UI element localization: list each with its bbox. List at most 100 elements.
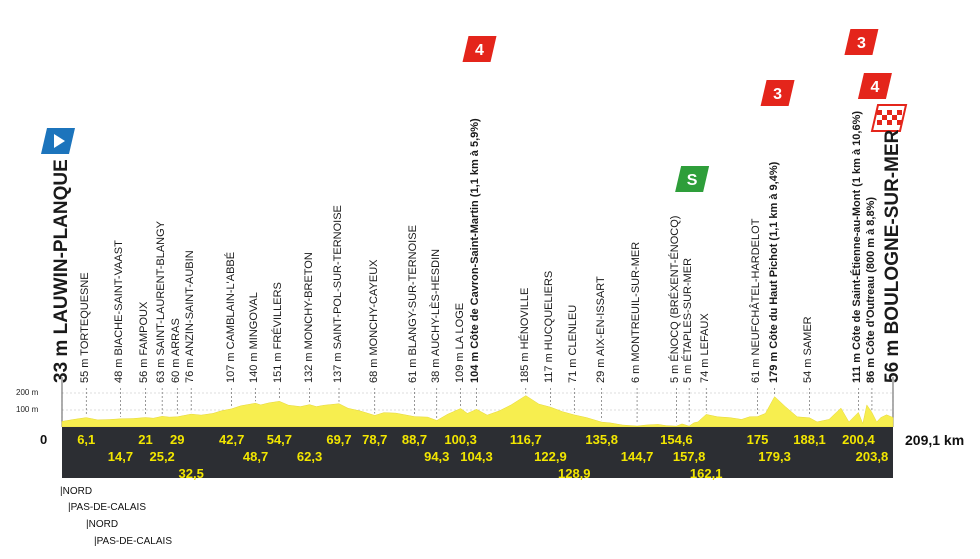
place-label: 38 m AUCHY-LÈS-HESDIN xyxy=(429,248,442,383)
distance-label: 175 xyxy=(746,432,769,447)
climb-badge-shape xyxy=(462,36,497,62)
distance-label: 69,7 xyxy=(326,432,352,447)
distance-label: 157,8 xyxy=(672,449,706,464)
place-leader-lines xyxy=(61,388,894,425)
place-label: 54 m SAMER xyxy=(802,316,815,383)
distance-label: 21 xyxy=(138,432,153,447)
distance-label: 25,2 xyxy=(149,449,175,464)
place-label: 107 m CAMBLAIN-L'ABBÉ xyxy=(224,251,237,383)
checkered-flag-icon xyxy=(877,110,882,115)
start-distance-label: 0 xyxy=(40,432,48,447)
distance-label: 88,7 xyxy=(401,432,428,447)
distance-label: 162,1 xyxy=(689,466,723,481)
place-label: 48 m BIACHE-SAINT-VAAST xyxy=(113,240,126,383)
checkered-flag-icon xyxy=(897,110,902,115)
distance-label: 32,5 xyxy=(178,466,204,481)
climb-badge-shape xyxy=(760,80,795,106)
region-label: |NORD xyxy=(60,486,93,497)
climb-badge: 3 xyxy=(844,29,879,55)
region-label: |PAS-DE-CALAIS xyxy=(68,502,146,513)
sprint-badge: S xyxy=(675,166,710,192)
place-label: 6 m MONTREUIL-SUR-MER xyxy=(630,241,642,383)
start-badge xyxy=(41,128,75,154)
badge-label: 4 xyxy=(870,79,879,96)
place-label: 137 m SAINT-POL-SUR-TERNOISE xyxy=(331,205,344,383)
place-label: 5 m ÉNOCQ (BRÉXENT-ÉNOCQ) xyxy=(669,215,682,383)
badge-label: S xyxy=(687,172,698,189)
badge-label: 4 xyxy=(475,42,484,59)
badge-label: 3 xyxy=(773,86,782,103)
place-label: 76 m ANZIN-SAINT-AUBIN xyxy=(184,250,197,383)
distance-label: 135,8 xyxy=(585,432,618,447)
place-label: 61 m NEUFCHÂTEL-HARDELOT xyxy=(750,218,763,383)
distance-label: 179,3 xyxy=(758,449,791,464)
place-label: 33 m LAUWIN-PLANQUE xyxy=(50,159,72,383)
distance-label: 122,9 xyxy=(534,449,567,464)
distance-label: 128,9 xyxy=(557,466,591,481)
distance-label: 100,3 xyxy=(444,432,477,447)
place-label: 63 m SAINT-LAURENT-BLANGY xyxy=(155,221,168,383)
profile-area xyxy=(61,395,894,428)
place-label: 56 m BOULOGNE-SUR-MER xyxy=(881,129,903,383)
badge-label: 3 xyxy=(857,35,866,52)
region-label: |NORD xyxy=(86,519,119,530)
distance-label: 48,7 xyxy=(242,449,269,464)
finish-badge-shape xyxy=(870,104,908,132)
place-label: 71 m CLENLEU xyxy=(567,304,580,383)
climb-badge: 4 xyxy=(462,36,497,62)
checkered-flag-icon xyxy=(887,110,892,115)
climb-badge: 3 xyxy=(760,80,795,106)
climb-badge-shape xyxy=(857,73,892,99)
distance-label: 203,8 xyxy=(855,449,889,464)
distance-label: 6,1 xyxy=(77,432,96,447)
distance-label: 188,1 xyxy=(793,432,826,447)
place-label: 5 m ÉTAPLES-SUR-MER xyxy=(682,257,695,383)
distance-label: 116,7 xyxy=(509,432,542,447)
place-label: 185 m HÉNOVILLE xyxy=(518,287,531,383)
distance-label: 94,3 xyxy=(424,449,450,464)
place-label: 55 m TORTEQUESNE xyxy=(79,272,92,383)
checkered-flag-icon xyxy=(882,115,887,120)
distance-label: 154,6 xyxy=(660,432,693,447)
distance-label: 29 xyxy=(170,432,185,447)
checkered-flag-icon xyxy=(897,120,902,125)
place-label: 104 m Côte de Cavron-Saint-Martin (1,1 k… xyxy=(469,118,482,383)
place-label: 151 m FRÉVILLERS xyxy=(272,282,285,383)
climb-badge: 4 xyxy=(857,73,892,99)
distance-label: 54,7 xyxy=(266,432,293,447)
distance-label: 62,3 xyxy=(296,449,323,464)
place-label: 61 m BLANGY-SUR-TERNOISE xyxy=(407,225,420,383)
place-label: 56 m FAMPOUX xyxy=(138,301,151,383)
place-label: 74 m LEFAUX xyxy=(699,313,712,383)
distance-band xyxy=(62,427,893,478)
checkered-flag-icon xyxy=(892,115,897,120)
checkered-flag-icon xyxy=(887,120,892,125)
place-label: 179 m Côte du Haut Pichot (1,1 km à 9,4%… xyxy=(767,161,780,383)
distance-label: 78,7 xyxy=(362,432,388,447)
place-label: 117 m HUCQUELIERS xyxy=(543,270,556,383)
region-label: |PAS-DE-CALAIS xyxy=(94,536,172,547)
place-label: 60 m ARRAS xyxy=(170,318,183,383)
distance-label: 104,3 xyxy=(460,449,493,464)
place-label: 86 m Côte d'Outreau (800 m à 8,8%) xyxy=(864,196,877,383)
place-label: 29 m AIX-EN-ISSART xyxy=(594,276,607,383)
place-label: 111 m Côte de Saint-Étienne-au-Mont (1 k… xyxy=(851,110,864,383)
place-label: 132 m MONCHY-BRETON xyxy=(302,252,315,383)
distance-label: 14,7 xyxy=(107,449,134,464)
distance-label: 144,7 xyxy=(620,449,654,464)
finish-badge xyxy=(870,104,908,132)
distance-label: 42,7 xyxy=(219,432,245,447)
profile-area-path xyxy=(61,395,894,428)
climb-badge-shape xyxy=(844,29,879,55)
place-label: 109 m LA LOGE xyxy=(453,302,466,383)
sprint-badge-shape xyxy=(675,166,710,192)
place-label: 140 m MINGOVAL xyxy=(248,292,261,383)
total-distance-label: 209,1 km xyxy=(905,432,965,448)
checkered-flag-icon xyxy=(877,120,882,125)
badge-icons: 4S 3 3 4 xyxy=(41,29,908,192)
start-arrow-icon xyxy=(54,134,65,148)
y-tick-200: 200 m xyxy=(16,388,39,397)
place-label: 68 m MONCHY-CAYEUX xyxy=(367,259,380,383)
